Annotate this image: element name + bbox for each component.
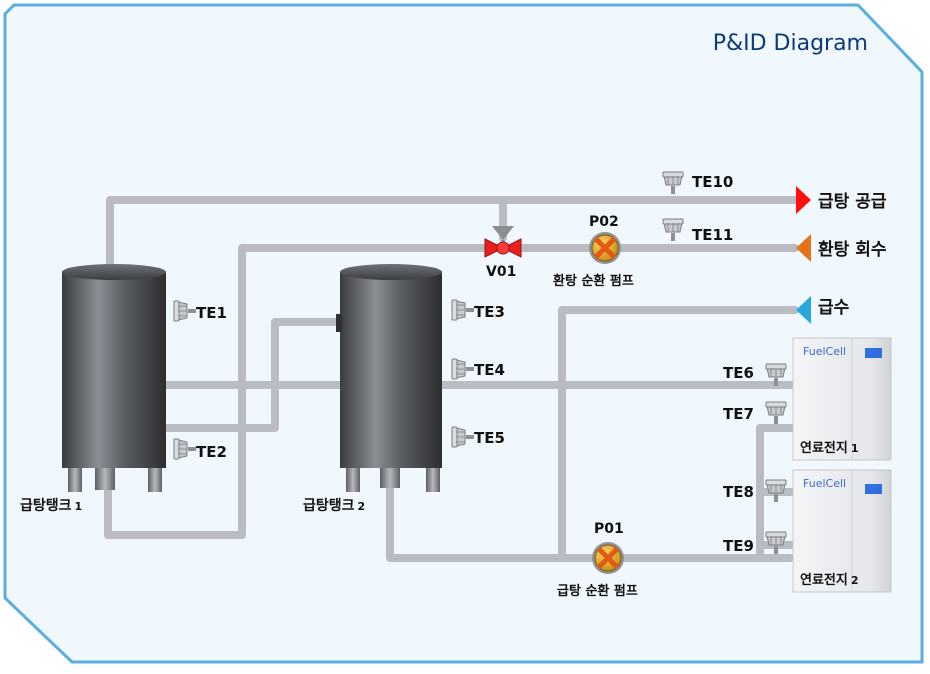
supply-label: 급탕 공급 — [818, 192, 887, 212]
pump-p02-tag: P02 — [589, 214, 619, 230]
page-title: P&ID Diagram — [713, 31, 868, 56]
sensor-te2[interactable]: TE2 — [173, 438, 227, 461]
sensor-te11[interactable]: TE11 — [662, 218, 733, 244]
sensor-te8[interactable]: TE8 — [723, 479, 787, 503]
fuel-cell-1-indicator — [865, 348, 882, 358]
fuel-cell-2-indicator — [865, 484, 882, 494]
hot-water-tank-1[interactable] — [62, 264, 166, 492]
supply-arrow-icon — [796, 186, 811, 214]
sensor-te1-label: TE1 — [196, 304, 227, 322]
sensor-te2-label: TE2 — [196, 443, 227, 461]
sensor-te7-label: TE7 — [723, 405, 754, 423]
pump-p01[interactable] — [592, 542, 624, 574]
sensor-te10[interactable]: TE10 — [662, 171, 733, 195]
water-arrow-icon — [796, 296, 811, 324]
sensor-te1[interactable]: TE1 — [173, 300, 227, 322]
sensor-te11-label: TE11 — [692, 226, 733, 244]
return-label: 환탕 회수 — [818, 240, 887, 260]
sensor-te4[interactable]: TE4 — [451, 358, 505, 380]
pump-p01-name: 급탕 순환 펌프 — [557, 583, 638, 599]
valve-v01-tag: V01 — [486, 264, 516, 280]
sensor-te6-label: TE6 — [723, 364, 754, 382]
pump-p02-name: 환탕 순환 펌프 — [553, 273, 634, 289]
pump-p01-tag: P01 — [594, 521, 624, 537]
water-label: 급수 — [818, 298, 850, 318]
pump-p02[interactable] — [589, 232, 621, 264]
valve-v01[interactable] — [484, 226, 522, 258]
sensor-te9[interactable]: TE9 — [723, 531, 787, 555]
sensor-te10-label: TE10 — [692, 173, 733, 191]
sensor-te6[interactable]: TE6 — [723, 363, 787, 387]
diagram-frame — [3, 3, 924, 664]
sensor-te8-label: TE8 — [723, 483, 754, 501]
return-arrow-icon — [796, 234, 811, 262]
sensor-te9-label: TE9 — [723, 537, 754, 555]
sensor-te7[interactable]: TE7 — [723, 401, 787, 425]
fuel-cell-1-brand: FuelCell — [803, 345, 846, 358]
sensor-te3[interactable]: TE3 — [451, 299, 505, 321]
sensor-te5[interactable]: TE5 — [451, 426, 505, 448]
sensor-te3-label: TE3 — [474, 303, 505, 321]
hot-water-tank-2[interactable] — [336, 264, 442, 492]
sensor-te5-label: TE5 — [474, 429, 505, 447]
sensor-te4-label: TE4 — [474, 361, 505, 379]
fuel-cell-2-brand: FuelCell — [803, 477, 846, 490]
